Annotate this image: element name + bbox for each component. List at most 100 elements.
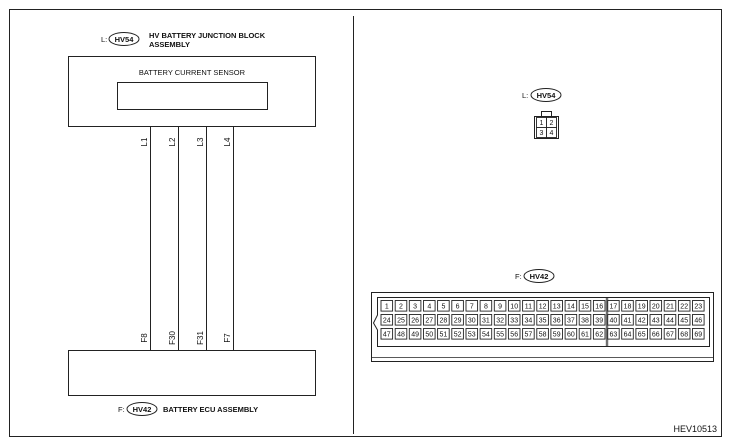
hv42-pin-number: 9 (498, 304, 502, 311)
hv42-pin-number: 35 (539, 318, 547, 325)
hv42-pin-cell (635, 328, 648, 340)
hv42-pin-cell (394, 314, 408, 326)
hv42-pin-number: 62 (595, 332, 603, 339)
hv42-pin-number: 68 (680, 332, 688, 339)
hv54-name: HV54 (537, 91, 557, 100)
hv42-pin-cell (564, 300, 578, 312)
hv42-pin-number: 17 (610, 304, 618, 311)
hv42-pin-cell (423, 314, 436, 326)
hv42-pin-number: 56 (510, 332, 518, 339)
figure-code: HEV10513 (673, 424, 717, 434)
hv42-pin-number: 27 (425, 318, 433, 325)
hv42-pin-cell (578, 328, 592, 340)
hv42-pin-cell (663, 300, 677, 312)
hv54-latch (541, 111, 552, 117)
hv42-pin-cell (621, 300, 634, 312)
hv42-pin-number: 61 (581, 332, 589, 339)
hv42-pin-cell (564, 314, 578, 326)
lower-name: BATTERY ECU ASSEMBLY (163, 405, 258, 414)
hv42-pin-number: 13 (553, 304, 561, 311)
hv42-pin-cell (479, 328, 493, 340)
hv42-pin-number: 20 (652, 304, 660, 311)
hv42-pin-number: 41 (624, 318, 632, 325)
upper-name-line1: HV BATTERY JUNCTION BLOCK (149, 31, 266, 40)
hv42-pin-cell (437, 300, 450, 312)
hv42-pin-cell (423, 300, 436, 312)
hv42-pin-cell (536, 314, 549, 326)
hv42-pin-cell (493, 328, 507, 340)
hv42-pin-number: 18 (624, 304, 632, 311)
hv42-pin-number: 15 (581, 304, 589, 311)
hv42-pin-cell (380, 300, 394, 312)
hv42-pin-number: 29 (454, 318, 462, 325)
hv42-prefix: F: (515, 272, 522, 281)
hv42-pin-cell (522, 314, 535, 326)
hv42-pin-cell (550, 314, 563, 326)
hv42-pin-number: 52 (454, 332, 462, 339)
hv42-pin-cell (380, 328, 394, 340)
hv42-pin-number: 5 (441, 304, 445, 311)
hv42-pin-number: 64 (624, 332, 632, 339)
hv42-pin-cell (692, 300, 705, 312)
wire-bottom-label: F31 (196, 331, 205, 345)
hv42-pin-number: 51 (440, 332, 448, 339)
hv54-pin-number: 2 (550, 120, 554, 127)
hv42-pin-cell (692, 328, 705, 340)
hv42-oval (523, 269, 555, 283)
hv42-pin-cell (507, 300, 521, 312)
hv42-pin-number: 45 (680, 318, 688, 325)
hv42-pin-cell (423, 328, 436, 340)
hv42-pin-cell (465, 314, 479, 326)
hv42-pin-number: 66 (652, 332, 660, 339)
upper-component-header: L: HV54 HV BATTERY JUNCTION BLOCK ASSEMB… (101, 31, 266, 49)
hv42-pin-cell (564, 328, 578, 340)
wire-bottom-label: F30 (168, 331, 177, 345)
hv42-pin-number: 44 (666, 318, 674, 325)
hv42-pin-number: 19 (638, 304, 646, 311)
hv42-pin-number: 11 (525, 304, 532, 311)
hv42-pin-number: 59 (553, 332, 561, 339)
hv42-pin-cell (663, 314, 677, 326)
hv42-pin-number: 48 (397, 332, 405, 339)
upper-name-line2: ASSEMBLY (149, 40, 190, 49)
hv42-pin-cell (437, 328, 450, 340)
hv42-pin-number: 34 (525, 318, 533, 325)
hv42-pin-number: 39 (595, 318, 603, 325)
hv42-pin-cell (578, 314, 592, 326)
hv42-pin-number: 49 (411, 332, 419, 339)
hv42-pin-cell (522, 328, 535, 340)
hv54-pin-number: 4 (550, 130, 554, 137)
hv42-pin-cell (550, 328, 563, 340)
hv42-pin-cell (649, 300, 663, 312)
hv42-pin-cell (621, 314, 634, 326)
hv42-pin-cell (677, 300, 691, 312)
hv42-pin-cell (465, 300, 479, 312)
hv42-pin-cell (408, 300, 422, 312)
upper-connector-code: HV54 (115, 35, 135, 44)
hv42-pin-cell (479, 314, 493, 326)
hv42-pin-number: 12 (539, 304, 547, 311)
hv42-pin-number: 43 (652, 318, 660, 325)
hv42-pin-number: 47 (383, 332, 391, 339)
hv42-pin-cell (408, 314, 422, 326)
hv42-pin-number: 60 (567, 332, 575, 339)
hv42-pin-number: 53 (468, 332, 476, 339)
hv42-pin-number: 57 (525, 332, 533, 339)
hv42-pin-cell (451, 328, 464, 340)
hv42-pin-cell (451, 300, 464, 312)
hv42-pin-number: 33 (510, 318, 518, 325)
wire-bottom-label: F8 (140, 333, 149, 343)
hv42-pin-number: 69 (694, 332, 702, 339)
hv42-pin-number: 67 (666, 332, 674, 339)
hv42-pin-cell (692, 314, 705, 326)
hv42-pin-cell (663, 328, 677, 340)
hv54-pin-number: 1 (540, 120, 544, 127)
hv42-pin-number: 22 (680, 304, 688, 311)
hv42-pin-number: 50 (425, 332, 433, 339)
hv42-pin-number: 31 (482, 318, 490, 325)
hv54-prefix: L: (522, 91, 528, 100)
